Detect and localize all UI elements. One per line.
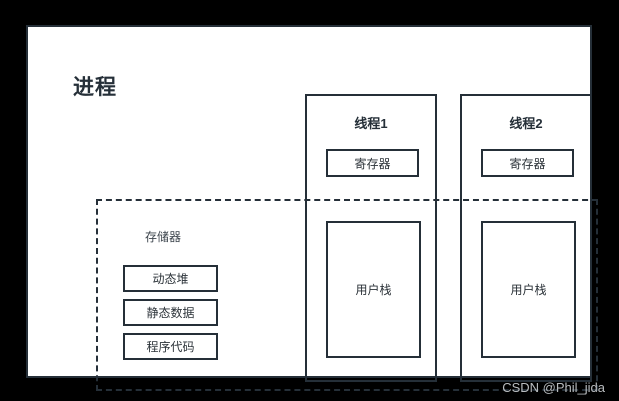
thread-title-1: 线程1: [354, 116, 388, 131]
thread-title-2: 线程2: [509, 116, 543, 131]
memory-item-static-data: 静态数据: [123, 299, 218, 326]
shared-memory-region: [96, 199, 598, 391]
thread-box-2: 线程2 寄存器 用户栈: [460, 94, 592, 382]
process-title: 进程: [73, 76, 117, 99]
memory-item-dynamic-heap: 动态堆: [123, 265, 218, 292]
user-stack-thread-2: 用户栈: [481, 221, 576, 358]
process-container: 进程 存储器 动态堆 静态数据 程序代码 线程1 寄存器 用户栈 线程2 寄存器…: [26, 25, 598, 391]
memory-label: 存储器: [145, 230, 182, 244]
watermark: CSDN @Phil_jida: [502, 380, 605, 395]
register-box-thread-1: 寄存器: [326, 149, 419, 177]
register-box-thread-2: 寄存器: [481, 149, 574, 177]
thread-box-1: 线程1 寄存器 用户栈: [305, 94, 437, 382]
user-stack-thread-1: 用户栈: [326, 221, 421, 358]
memory-item-program-code: 程序代码: [123, 333, 218, 360]
